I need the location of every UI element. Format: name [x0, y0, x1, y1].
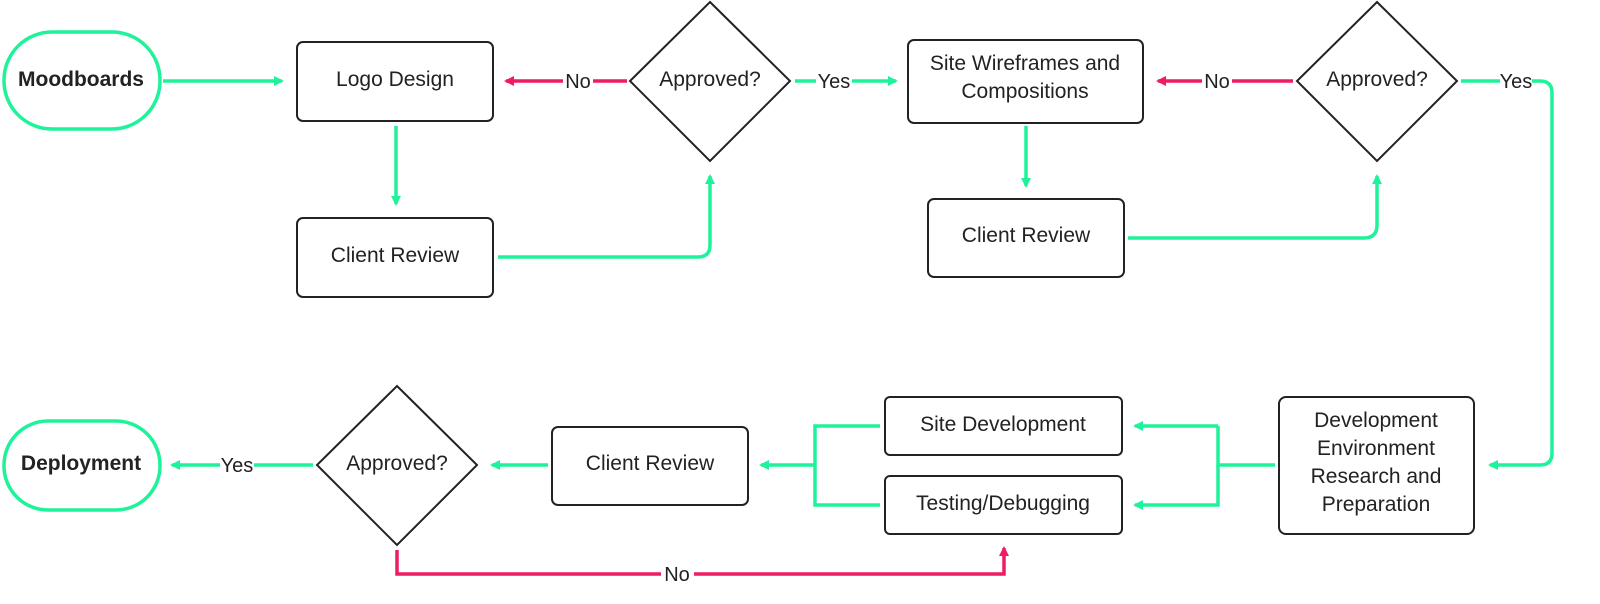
edge-label-no-3: No	[664, 564, 690, 586]
node-client-review-2: Client Review	[927, 198, 1125, 278]
node-approved-3: Approved?	[315, 384, 479, 547]
edge-label-yes-2: Yes	[1500, 71, 1533, 93]
node-deployment-label: Deployment	[21, 452, 141, 475]
edge-client-review-2-to-approved-2	[1128, 174, 1382, 240]
node-dev-env-line2: Environment	[1317, 437, 1435, 460]
node-dev-env-line4: Preparation	[1322, 493, 1431, 516]
node-client-review-2-label: Client Review	[962, 224, 1091, 247]
node-client-review-3-label: Client Review	[586, 452, 715, 475]
edge-label-yes-3: Yes	[221, 455, 254, 477]
edge-dev-env-split	[1216, 426, 1275, 467]
node-approved-1-label: Approved?	[659, 68, 761, 91]
node-site-development-label: Site Development	[920, 413, 1086, 436]
edge-site-development-merge	[813, 424, 880, 465]
node-deployment: Deployment	[2, 419, 162, 512]
node-client-review-1-label: Client Review	[331, 244, 460, 267]
node-client-review-1: Client Review	[296, 217, 494, 298]
node-dev-env-line3: Research and	[1311, 465, 1442, 488]
edge-testing-merge	[813, 465, 880, 507]
edge-approved-3-no-to-testing	[395, 548, 1004, 576]
node-logo-design-label: Logo Design	[336, 68, 454, 91]
node-testing-debugging: Testing/Debugging	[884, 475, 1123, 535]
edge-client-review-1-to-approved-1	[498, 174, 715, 259]
node-client-review-3: Client Review	[551, 426, 749, 506]
node-moodboards-label: Moodboards	[18, 68, 144, 91]
edge-label-no-2: No	[1204, 71, 1230, 93]
node-dev-env-line1: Development	[1314, 409, 1438, 432]
connectors	[163, 79, 1554, 576]
node-logo-design: Logo Design	[296, 41, 494, 122]
edge-approved-2-yes-to-dev-env	[1461, 79, 1554, 465]
node-site-wireframes-line2: Compositions	[961, 80, 1088, 103]
node-approved-2-label: Approved?	[1326, 68, 1428, 91]
node-site-development: Site Development	[884, 396, 1123, 456]
node-dev-env: Development Environment Research and Pre…	[1278, 396, 1475, 535]
node-site-wireframes-line1: Site Wireframes and	[930, 52, 1120, 75]
node-approved-2: Approved?	[1295, 0, 1459, 163]
node-moodboards: Moodboards	[2, 30, 162, 131]
edge-labels: No Yes No Yes Yes No	[221, 71, 1533, 586]
node-approved-3-label: Approved?	[346, 452, 448, 475]
node-site-wireframes: Site Wireframes and Compositions	[907, 39, 1144, 124]
edge-dev-env-to-testing	[1133, 465, 1220, 510]
edge-label-yes-1: Yes	[818, 71, 851, 93]
node-approved-1: Approved?	[628, 0, 792, 163]
edge-label-no-1: No	[565, 71, 591, 93]
node-testing-debugging-label: Testing/Debugging	[916, 492, 1090, 515]
